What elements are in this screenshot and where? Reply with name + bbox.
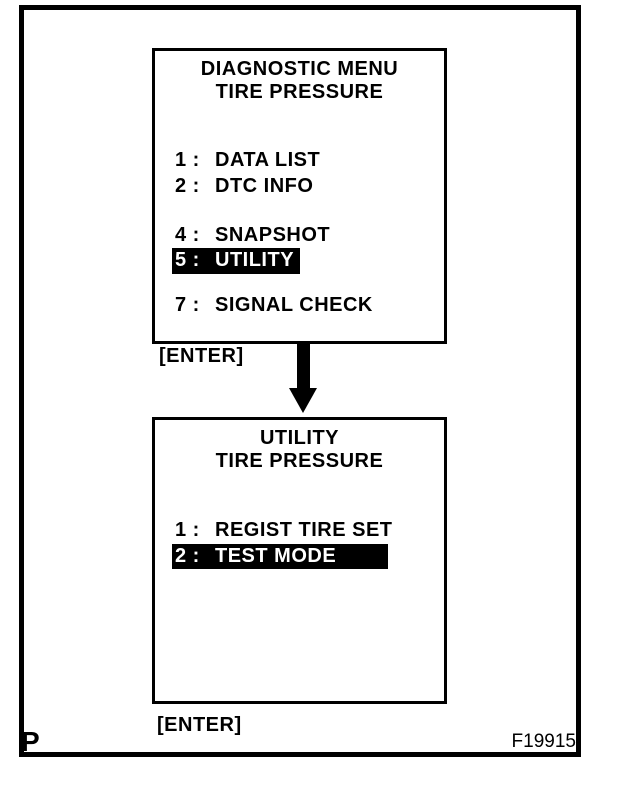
screen-title-line1: DIAGNOSTIC MENU xyxy=(200,58,399,80)
figure-number: F19915 xyxy=(511,731,576,752)
page-marker: P xyxy=(21,726,40,757)
menu-item-signal-check: 7 : SIGNAL CHECK xyxy=(172,293,444,319)
arrow-shaft xyxy=(297,343,310,389)
menu-item-data-list: 1 : DATA LIST xyxy=(172,148,444,174)
selection-highlight: 5 : UTILITY xyxy=(172,248,301,274)
menu-item-dtc-info: 2 : DTC INFO xyxy=(172,174,444,200)
menu-item-number: 2 : xyxy=(175,544,200,567)
menu-item-utility-selected: 5 : UTILITY xyxy=(172,248,444,274)
screen-title: UTILITY TIRE PRESSURE xyxy=(155,427,444,473)
menu-item-regist-tire-set: 1 : REGIST TIRE SET xyxy=(172,518,444,544)
menu-item-label: UTILITY xyxy=(215,249,295,271)
diagnostic-menu-list: 1 : DATA LIST 2 : DTC INFO 4 : SNAPSHOT 5 :… xyxy=(172,148,444,318)
screen-title-line2: TIRE PRESSURE xyxy=(215,450,384,472)
screen-title-line2: TIRE PRESSURE xyxy=(215,81,384,103)
utility-menu-list: 1 : REGIST TIRE SET 2 : TEST MODE xyxy=(172,518,444,569)
menu-item-number: 2 : xyxy=(175,174,200,197)
utility-menu-screen: UTILITY TIRE PRESSURE 1 : REGIST TIRE SET… xyxy=(152,417,447,704)
arrow-head xyxy=(289,388,317,413)
diagnostic-menu-screen: DIAGNOSTIC MENU TIRE PRESSURE 1 : DATA LI… xyxy=(152,48,447,344)
menu-item-number: 5 : xyxy=(175,249,200,271)
menu-item-label: TEST MODE xyxy=(215,544,337,567)
menu-item-number: 1 : xyxy=(175,519,200,541)
enter-key-label: [ENTER] xyxy=(159,345,244,367)
menu-item-label: REGIST TIRE SET xyxy=(215,519,393,541)
menu-item-label: SNAPSHOT xyxy=(215,223,331,246)
menu-item-test-mode-selected: 2 : TEST MODE xyxy=(172,543,444,569)
menu-item-snapshot: 4 : SNAPSHOT xyxy=(172,223,444,249)
screen-title-line1: UTILITY xyxy=(259,427,340,449)
menu-item-label: DATA LIST xyxy=(215,149,321,171)
menu-item-number: 7 : xyxy=(175,293,200,316)
menu-item-number: 1 : xyxy=(175,149,200,171)
screen-title: DIAGNOSTIC MENU TIRE PRESSURE xyxy=(155,58,444,104)
menu-item-number: 4 : xyxy=(175,223,200,246)
menu-item-label: SIGNAL CHECK xyxy=(215,293,373,316)
menu-item-label: DTC INFO xyxy=(215,174,314,197)
selection-highlight: 2 : TEST MODE xyxy=(172,543,389,569)
enter-key-label: [ENTER] xyxy=(157,714,242,736)
